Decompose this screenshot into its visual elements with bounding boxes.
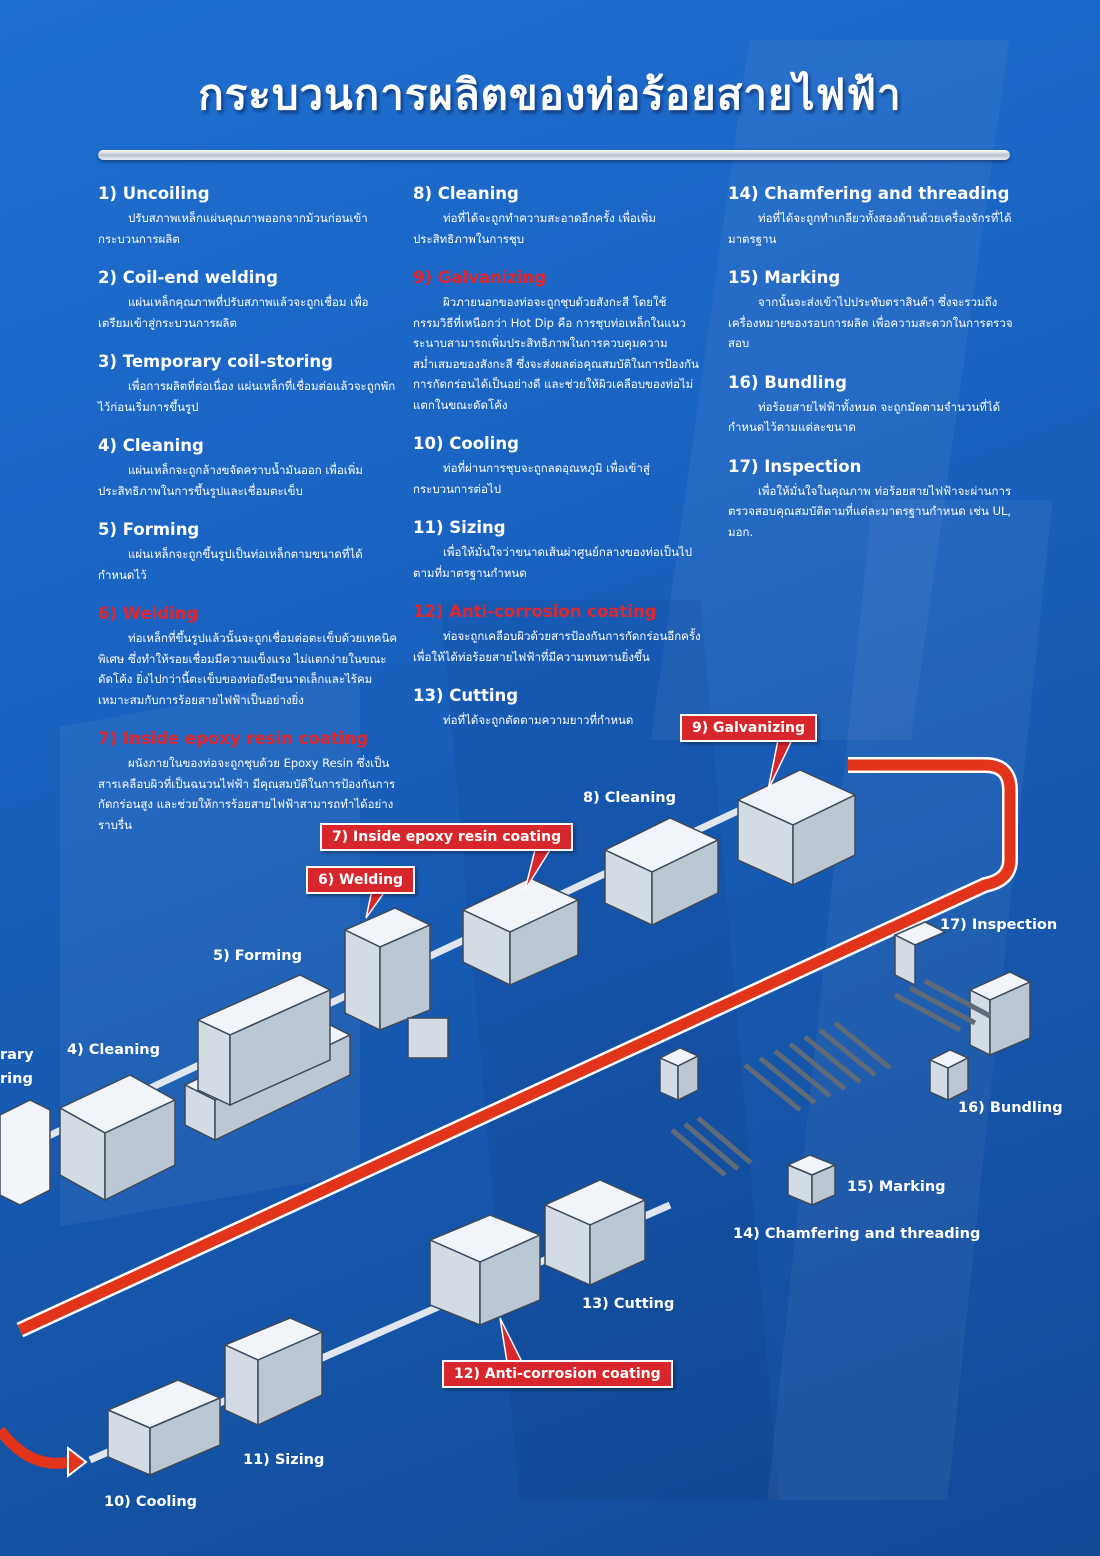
step-description: แผ่นเหล็กจะถูกล้างขจัดคราบน้ำมันออก เพื่… — [98, 463, 363, 498]
step-7: 7) Inside epoxy resin coating ผนังภายในขอ… — [98, 728, 398, 835]
step-description: ปรับสภาพเหล็กแผ่นคุณภาพออกจากม้วนก่อนเข้… — [98, 211, 368, 246]
step-description: ท่อที่ผ่านการชุบจะถูกลดอุณหภูมิ เพื่อเข้… — [413, 461, 650, 496]
step-4: 4) Cleaning แผ่นเหล็กจะถูกล้างขจัดคราบน้ำ… — [98, 435, 398, 501]
step-description: ท่อเหล็กที่ขึ้นรูปแล้วนั้นจะถูกเชื่อมต่อ… — [98, 631, 398, 707]
machine-bundling — [928, 1049, 970, 1102]
machine-marking — [786, 1154, 837, 1207]
machine-inspection — [893, 921, 1032, 1057]
label-marking: 15) Marking — [847, 1179, 946, 1195]
step-description: จากนั้นจะส่งเข้าไปประทับตราสินค้า ซึ่งจะ… — [728, 295, 1013, 350]
step-description: แผ่นเหล็กจะถูกขึ้นรูปเป็นท่อเหล็กตามขนาด… — [98, 547, 363, 582]
callout-pointers — [365, 739, 794, 1363]
label-sizing: 11) Sizing — [243, 1452, 325, 1468]
step-13: 13) Cutting ท่อที่ได้จะถูกตัดตามความยาวที… — [413, 685, 703, 731]
steps-column-3: 14) Chamfering and threading ท่อที่ได้จะถ… — [728, 183, 1013, 560]
step-3: 3) Temporary coil-storing เพื่อการผลิตที่… — [98, 351, 398, 417]
label-bundling: 16) Bundling — [958, 1100, 1063, 1116]
callout-welding: 6) Welding — [306, 866, 416, 894]
step-title: 15) Marking — [728, 268, 841, 287]
step-14: 14) Chamfering and threading ท่อที่ได้จะถ… — [728, 183, 1013, 249]
step-description: ผนังภายในของท่อจะถูกชุบด้วย Epoxy Resin … — [98, 756, 396, 832]
step-description: แผ่นเหล็กคุณภาพที่ปรับสภาพแล้วจะถูกเชื่อ… — [98, 295, 369, 330]
label-cleaning-4: 4) Cleaning — [67, 1042, 160, 1058]
step-title: 10) Cooling — [413, 434, 519, 453]
machine-chamfering — [658, 1047, 700, 1102]
machine-cleaning-8 — [603, 817, 720, 927]
machine-sizing — [223, 1317, 324, 1427]
step-16: 16) Bundling ท่อร้อยสายไฟฟ้าทั้งหมด จะถูก… — [728, 372, 1013, 438]
label-cleaning-8: 8) Cleaning — [583, 790, 676, 806]
machine-epoxy-coating — [461, 877, 580, 987]
step-title: 7) Inside epoxy resin coating — [98, 729, 369, 748]
step-12: 12) Anti-corrosion coating ท่อจะถูกเคลือบ… — [413, 601, 703, 667]
label-temporary-storing-partial-1: rary — [0, 1047, 34, 1063]
machine-anti-corrosion — [428, 1214, 542, 1327]
step-title: 9) Galvanizing — [413, 268, 547, 287]
step-1: 1) Uncoiling ปรับสภาพเหล็กแผ่นคุณภาพออกจา… — [98, 183, 398, 249]
machine-cleaning-4 — [58, 1074, 177, 1202]
step-description: เพื่อให้มั่นใจว่าขนาดเส้นผ่าศูนย์กลางของ… — [413, 545, 693, 580]
title-divider — [98, 150, 1010, 160]
step-title: 14) Chamfering and threading — [728, 184, 1010, 203]
step-10: 10) Cooling ท่อที่ผ่านการชุบจะถูกลดอุณหภู… — [413, 433, 703, 499]
step-title: 3) Temporary coil-storing — [98, 352, 333, 371]
step-17: 17) Inspection เพื่อให้มั่นใจในคุณภาพ ท่อ… — [728, 456, 1013, 543]
machine-galvanizing — [736, 769, 857, 887]
callout-epoxy-coating: 7) Inside epoxy resin coating — [320, 823, 574, 851]
step-15: 15) Marking จากนั้นจะส่งเข้าไปประทับตราสิ… — [728, 267, 1013, 354]
step-title: 2) Coil-end welding — [98, 268, 278, 287]
step-description: ท่อจะถูกเคลือบผิวด้วยสารป้องกันการกัดกร่… — [413, 629, 701, 664]
machine-cooling — [106, 1379, 222, 1477]
label-chamfering: 14) Chamfering and threading — [733, 1226, 981, 1242]
step-description: ผิวภายนอกของท่อจะถูกชุบด้วยสังกะสี โดยใช… — [413, 295, 699, 412]
step-description: ท่อที่ได้จะถูกทำเกลียวทั้งสองด้านด้วยเคร… — [728, 211, 1012, 246]
galvanized-pipe-return-path-fill — [17, 759, 1016, 1335]
machine-temporary-storing — [0, 1099, 51, 1206]
step-11: 11) Sizing เพื่อให้มั่นใจว่าขนาดเส้นผ่าศู… — [413, 517, 703, 583]
pipe-stack-middle — [743, 1021, 892, 1112]
label-cutting: 13) Cutting — [582, 1296, 675, 1312]
step-title: 4) Cleaning — [98, 436, 204, 455]
step-description: ท่อที่ได้จะถูกตัดตามความยาวที่กำหนด — [443, 713, 634, 727]
step-description: เพื่อการผลิตที่ต่อเนื่อง แผ่นเหล็กที่เชื… — [98, 379, 396, 414]
step-5: 5) Forming แผ่นเหล็กจะถูกขึ้นรูปเป็นท่อเห… — [98, 519, 398, 585]
callout-galvanizing: 9) Galvanizing — [680, 714, 818, 742]
callout-anti-corrosion: 12) Anti-corrosion coating — [442, 1360, 673, 1388]
step-title: 1) Uncoiling — [98, 184, 210, 203]
step-8: 8) Cleaning ท่อที่ได้จะถูกทำความสะอาดอีกค… — [413, 183, 703, 249]
steps-column-2: 8) Cleaning ท่อที่ได้จะถูกทำความสะอาดอีกค… — [413, 183, 703, 749]
step-title: 16) Bundling — [728, 372, 847, 392]
label-cooling: 10) Cooling — [104, 1494, 198, 1510]
step-title: 8) Cleaning — [413, 184, 519, 203]
step-6: 6) Welding ท่อเหล็กที่ขึ้นรูปแล้วนั้นจะถู… — [98, 603, 398, 710]
pipe-stack-lower — [670, 1116, 753, 1177]
step-description: ท่อที่ได้จะถูกทำความสะอาดอีกครั้ง เพื่อเ… — [413, 211, 656, 246]
step-description: เพื่อให้มั่นใจในคุณภาพ ท่อร้อยสายไฟฟ้าจะ… — [728, 483, 1012, 539]
machine-cutting — [543, 1179, 647, 1287]
step-title: 17) Inspection — [728, 456, 862, 476]
step-title: 5) Forming — [98, 520, 200, 539]
step-title: 6) Welding — [98, 604, 199, 623]
pipe-stack-inspection — [893, 978, 992, 1033]
machine-forming — [183, 974, 352, 1142]
step-9: 9) Galvanizing ผิวภายนอกของท่อจะถูกชุบด้ว… — [413, 267, 703, 415]
step-title: 12) Anti-corrosion coating — [413, 602, 657, 621]
pipe-entry-arrow — [0, 1426, 72, 1469]
steps-column-1: 1) Uncoiling ปรับสภาพเหล็กแผ่นคุณภาพออกจา… — [98, 183, 398, 853]
step-description: ท่อร้อยสายไฟฟ้าทั้งหมด จะถูกมัดตามจำนวนท… — [728, 399, 1001, 435]
label-inspection: 17) Inspection — [940, 917, 1058, 933]
machine-welding — [343, 907, 449, 1059]
step-title: 11) Sizing — [413, 518, 506, 537]
label-temporary-storing-partial-2: ring — [0, 1071, 33, 1087]
step-title: 13) Cutting — [413, 686, 519, 705]
pipe-entry-arrowhead — [67, 1445, 88, 1479]
page-title: กระบวนการผลิตของท่อร้อยสายไฟฟ้า — [198, 70, 902, 119]
step-2: 2) Coil-end welding แผ่นเหล็กคุณภาพที่ปรั… — [98, 267, 398, 333]
label-forming: 5) Forming — [213, 948, 302, 964]
